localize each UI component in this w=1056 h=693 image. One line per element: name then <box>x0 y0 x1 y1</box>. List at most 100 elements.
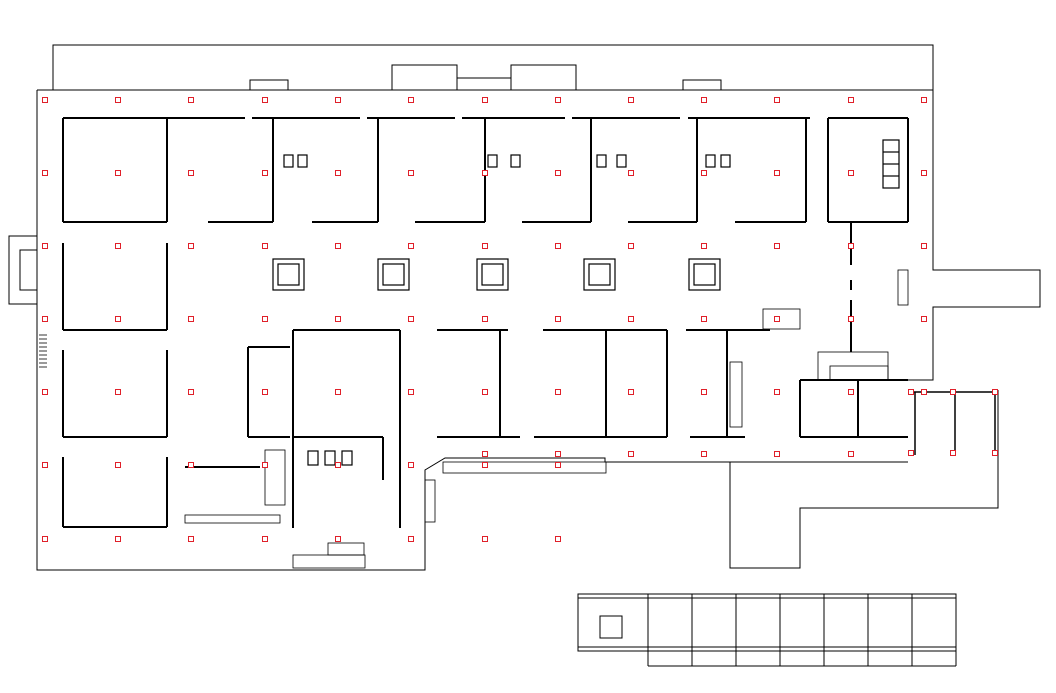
column-marker <box>42 316 48 322</box>
column-marker <box>408 243 414 249</box>
column-marker <box>262 243 268 249</box>
left-exterior-box <box>8 235 38 305</box>
column-marker <box>335 462 341 468</box>
column-marker <box>335 170 341 176</box>
column-marker <box>992 389 998 395</box>
column-marker <box>188 389 194 395</box>
top-terrace-outline <box>52 44 934 270</box>
column-marker <box>555 389 561 395</box>
column-marker <box>262 97 268 103</box>
column-marker <box>848 389 854 395</box>
column-marker <box>335 536 341 542</box>
column-marker <box>628 389 634 395</box>
column-marker <box>921 389 927 395</box>
column-marker <box>262 316 268 322</box>
column-marker <box>555 536 561 542</box>
column-marker <box>335 389 341 395</box>
column-marker <box>482 316 488 322</box>
column-marker <box>408 170 414 176</box>
column-markers <box>42 97 998 542</box>
column-marker <box>555 97 561 103</box>
column-marker <box>701 170 707 176</box>
column-marker <box>262 536 268 542</box>
main-outline-lower <box>36 90 908 571</box>
right-lower-wing <box>729 390 999 569</box>
column-marker <box>188 97 194 103</box>
column-marker <box>482 170 488 176</box>
column-marker <box>262 462 268 468</box>
column-marker <box>992 450 998 456</box>
column-marker <box>115 462 121 468</box>
column-marker <box>335 97 341 103</box>
column-marker <box>262 170 268 176</box>
column-marker <box>555 462 561 468</box>
column-marker <box>408 462 414 468</box>
column-marker <box>115 389 121 395</box>
column-marker <box>774 170 780 176</box>
column-marker <box>628 97 634 103</box>
column-marker <box>482 462 488 468</box>
column-marker <box>921 170 927 176</box>
column-marker <box>188 170 194 176</box>
column-marker <box>555 170 561 176</box>
column-marker <box>42 389 48 395</box>
outer-walls <box>8 44 1041 571</box>
column-marker <box>774 316 780 322</box>
column-marker <box>482 243 488 249</box>
column-marker <box>115 170 121 176</box>
column-marker <box>482 389 488 395</box>
column-marker <box>950 389 956 395</box>
main-outline-upper <box>37 89 1041 381</box>
column-marker <box>408 316 414 322</box>
column-marker <box>774 389 780 395</box>
column-marker <box>848 451 854 457</box>
column-marker <box>115 243 121 249</box>
column-marker <box>701 389 707 395</box>
column-marker <box>482 97 488 103</box>
column-marker <box>701 451 707 457</box>
fixtures <box>283 139 900 466</box>
column-marker <box>555 243 561 249</box>
column-marker <box>701 243 707 249</box>
column-marker <box>848 97 854 103</box>
column-marker <box>628 243 634 249</box>
column-marker <box>555 316 561 322</box>
column-marker <box>262 389 268 395</box>
left-stair-marks <box>39 334 47 368</box>
column-marker <box>188 316 194 322</box>
column-marker <box>848 243 854 249</box>
column-marker <box>115 536 121 542</box>
interior-walls <box>62 117 909 528</box>
column-marker <box>115 316 121 322</box>
column-marker <box>628 170 634 176</box>
column-marker <box>42 170 48 176</box>
column-marker <box>188 243 194 249</box>
column-marker <box>848 170 854 176</box>
column-marker <box>921 97 927 103</box>
column-marker <box>774 97 780 103</box>
column-marker <box>42 243 48 249</box>
top-entrance-stairs <box>249 64 722 91</box>
column-marker <box>774 451 780 457</box>
column-marker <box>848 316 854 322</box>
right-canopy <box>908 391 998 455</box>
column-marker <box>921 243 927 249</box>
skylights <box>272 258 721 291</box>
column-marker <box>482 536 488 542</box>
stairs <box>184 269 909 569</box>
column-marker <box>555 451 561 457</box>
column-marker <box>42 462 48 468</box>
column-marker <box>701 97 707 103</box>
detached-building <box>577 593 957 667</box>
column-marker <box>408 536 414 542</box>
column-marker <box>42 536 48 542</box>
column-marker <box>188 462 194 468</box>
column-marker <box>408 389 414 395</box>
column-marker <box>628 451 634 457</box>
column-marker <box>188 536 194 542</box>
column-marker <box>921 316 927 322</box>
column-marker <box>908 389 914 395</box>
column-marker <box>701 316 707 322</box>
